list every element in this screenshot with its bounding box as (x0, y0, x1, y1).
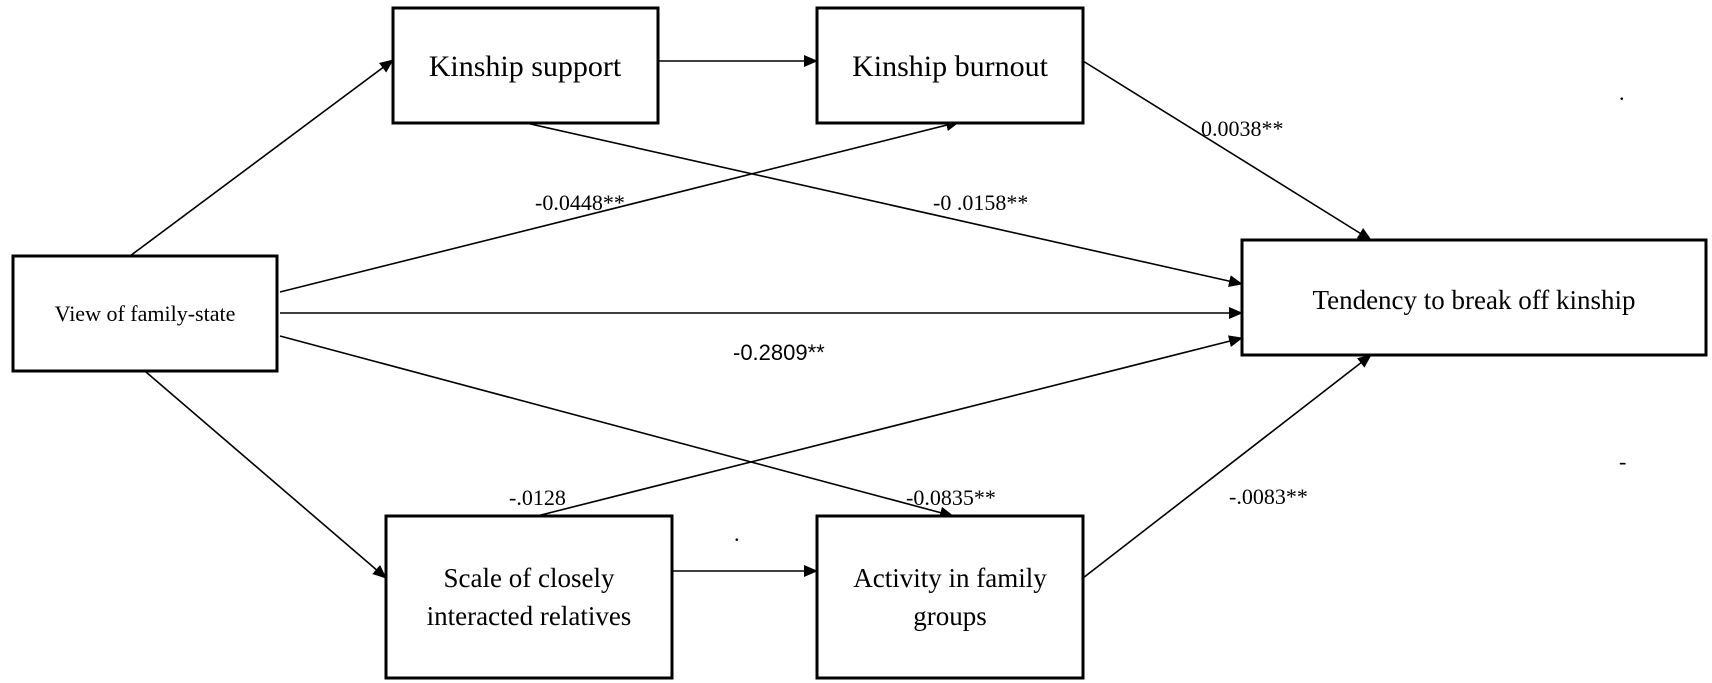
node-scale-of-closely-interacted-relatives: Scale of closely interacted relatives (384, 514, 674, 680)
node-activity-label-line-2: groups (913, 601, 987, 631)
edge-view-to-burnout (279, 119, 960, 293)
edge-burnout-to-tendency (1082, 60, 1372, 241)
stray-mark-middle-bottom: . (734, 521, 740, 546)
edge-view-to-support (129, 59, 394, 257)
node-tendency-label: Tendency to break off kinship (1312, 285, 1635, 315)
node-kinship-support: Kinship support (391, 6, 660, 125)
edge-activity-to-tendency (1082, 354, 1372, 579)
edge-support-to-tendency (525, 122, 1243, 288)
node-activity-in-family-groups: Activity in family groups (815, 514, 1085, 680)
edge-scale-to-tendency (536, 335, 1243, 517)
node-kinship-burnout: Kinship burnout (815, 6, 1085, 125)
stray-mark-top-right: . (1619, 80, 1625, 105)
node-scale-label-line-2: interacted relatives (427, 601, 632, 631)
node-activity-label-line-1: Activity in family (853, 563, 1047, 593)
stray-mark-bottom-right: - (1619, 449, 1626, 474)
node-kinship-support-label: Kinship support (429, 50, 622, 83)
node-scale-label-line-1: Scale of closely (444, 563, 615, 593)
coef-scale-to-tendency: -.0128 (509, 485, 566, 510)
coef-burnout-to-tendency: 0.0038** (1201, 116, 1284, 141)
coef-view-to-burnout: -0.0448** (535, 190, 625, 215)
coef-activity-to-tendency: -.0083** (1229, 484, 1308, 509)
coef-view-to-tendency: -0.2809** (733, 340, 825, 365)
coef-support-to-tendency: -0 .0158** (933, 190, 1028, 215)
node-view-of-family-state: View of family-state (11, 254, 279, 373)
node-view-of-family-state-label: View of family-state (55, 301, 236, 326)
coef-view-to-activity: -0.0835** (906, 485, 996, 510)
node-kinship-burnout-label: Kinship burnout (852, 50, 1049, 83)
node-tendency-to-break-off-kinship: Tendency to break off kinship (1240, 238, 1708, 357)
edge-view-to-scale (145, 371, 387, 579)
edge-view-to-activity (279, 335, 954, 519)
